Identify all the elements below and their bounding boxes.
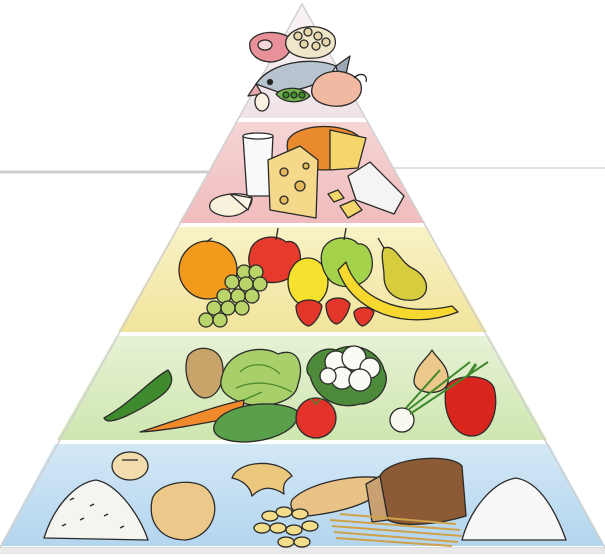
- tomato-icon: [296, 398, 336, 438]
- bread-roll-icon: [112, 452, 148, 480]
- meat-icon: [250, 32, 291, 62]
- swiss-cheese-icon: [268, 146, 318, 218]
- nuts-icon: [286, 27, 336, 59]
- bread-loaf-icon: [151, 482, 215, 540]
- egg-icon: [255, 93, 269, 111]
- lettuce-icon: [221, 349, 301, 405]
- pyramid-base-shadow: [0, 548, 605, 554]
- poultry-icon: [312, 71, 367, 106]
